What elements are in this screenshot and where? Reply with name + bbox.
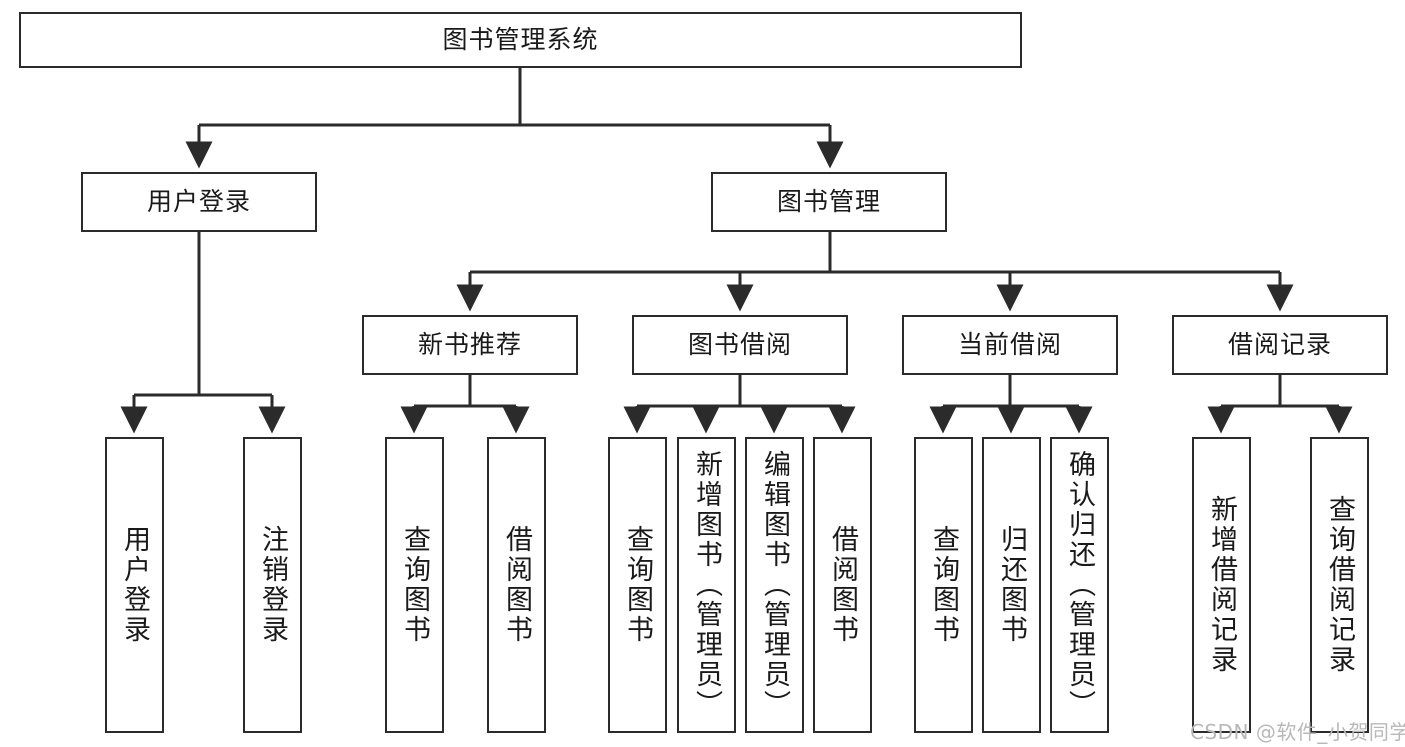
node-leaf-query-book-1-label: 查询图书	[399, 525, 430, 645]
node-leaf-query-book-3[interactable]: 查询图书	[914, 437, 973, 733]
node-leaf-return-book-label: 归还图书	[996, 525, 1027, 645]
node-leaf-query-record[interactable]: 查询借阅记录	[1310, 437, 1369, 733]
node-leaf-add-book[interactable]: 新增图书（管理员）	[677, 437, 736, 733]
node-leaf-add-book-label: 新增图书（管理员）	[691, 450, 722, 720]
node-book-manage-label: 图书管理	[776, 186, 881, 216]
node-leaf-add-record-label: 新增借阅记录	[1206, 495, 1237, 675]
node-book-manage[interactable]: 图书管理	[711, 172, 947, 232]
node-borrow-record[interactable]: 借阅记录	[1172, 315, 1388, 375]
node-current-borrow-label: 当前借阅	[957, 329, 1062, 359]
node-new-book-rec-label: 新书推荐	[417, 329, 522, 359]
node-borrow-record-label: 借阅记录	[1227, 329, 1332, 359]
node-leaf-borrow-book-1[interactable]: 借阅图书	[487, 437, 546, 733]
node-leaf-confirm-return[interactable]: 确认归还（管理员）	[1050, 437, 1109, 733]
node-current-borrow[interactable]: 当前借阅	[902, 315, 1118, 375]
node-leaf-query-record-label: 查询借阅记录	[1324, 495, 1355, 675]
node-leaf-return-book[interactable]: 归还图书	[982, 437, 1041, 733]
node-user-login-label: 用户登录	[146, 186, 251, 216]
node-leaf-user-logout-label: 注销登录	[257, 525, 288, 645]
node-leaf-query-book-2-label: 查询图书	[622, 525, 653, 645]
node-book-borrow-label: 图书借阅	[687, 329, 792, 359]
node-leaf-confirm-return-label: 确认归还（管理员）	[1064, 450, 1095, 720]
node-book-borrow[interactable]: 图书借阅	[632, 315, 848, 375]
node-leaf-user-login-label: 用户登录	[119, 525, 150, 645]
node-leaf-query-book-1[interactable]: 查询图书	[385, 437, 444, 733]
node-user-login[interactable]: 用户登录	[81, 172, 317, 232]
node-leaf-borrow-book-2-label: 借阅图书	[827, 525, 858, 645]
node-leaf-borrow-book-2[interactable]: 借阅图书	[813, 437, 872, 733]
node-leaf-borrow-book-1-label: 借阅图书	[501, 525, 532, 645]
node-leaf-add-record[interactable]: 新增借阅记录	[1192, 437, 1251, 733]
node-leaf-user-logout[interactable]: 注销登录	[243, 437, 302, 733]
node-leaf-edit-book-label: 编辑图书（管理员）	[759, 450, 790, 720]
node-leaf-edit-book[interactable]: 编辑图书（管理员）	[745, 437, 804, 733]
node-leaf-user-login[interactable]: 用户登录	[105, 437, 164, 733]
node-leaf-query-book-2[interactable]: 查询图书	[608, 437, 667, 733]
node-leaf-query-book-3-label: 查询图书	[928, 525, 959, 645]
node-root[interactable]: 图书管理系统	[19, 12, 1022, 68]
node-new-book-rec[interactable]: 新书推荐	[362, 315, 578, 375]
node-root-label: 图书管理系统	[442, 24, 599, 54]
csdn-watermark: CSDN @软件_小贺同学	[1190, 720, 1405, 744]
